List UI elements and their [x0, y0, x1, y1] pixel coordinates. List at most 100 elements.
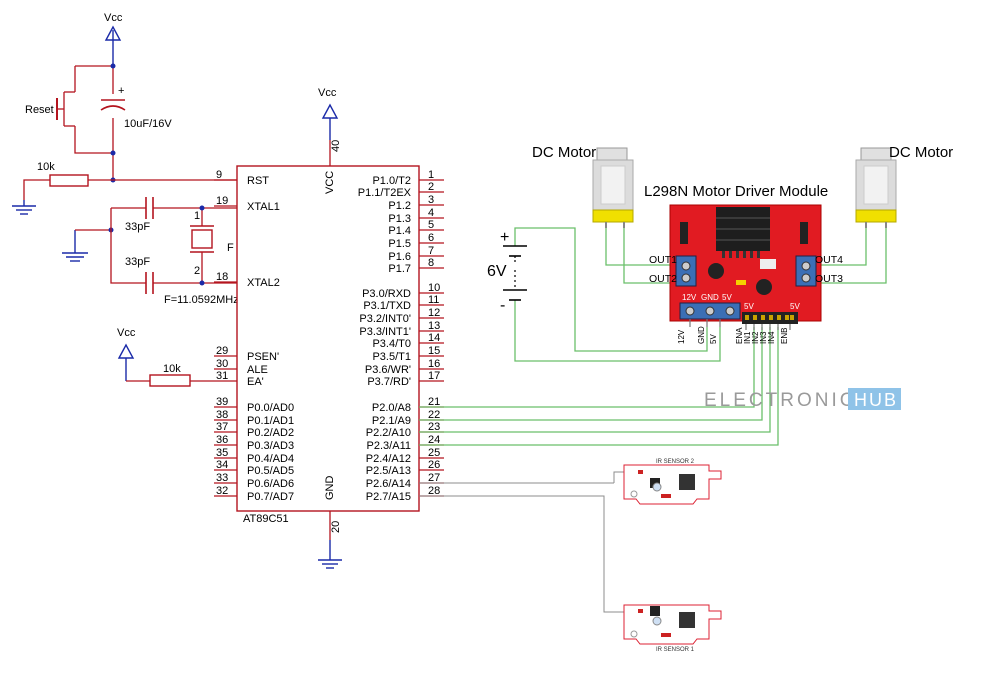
mcu-pin-number: 25 [428, 447, 440, 459]
l298n-module: L298N Motor Driver Module OUT1 OUT2 OUT4… [644, 183, 843, 344]
battery-label: 6V [487, 263, 507, 280]
mcu-pin-number: 5 [428, 219, 434, 231]
mcu-pin-label: ALE [247, 364, 268, 376]
ir-sensor-2-label: IR SENSOR 2 [656, 459, 695, 465]
mcu-pin-label: P0.3/AD3 [247, 440, 294, 452]
mcu-pin-label: P3.0/RXD [362, 288, 411, 300]
mcu-pin-label: P3.6/WR' [365, 364, 411, 376]
mcu-pin-number: 18 [216, 271, 228, 283]
mcu-pin-number: 29 [216, 345, 228, 357]
mcu-pin-label: P0.1/AD1 [247, 415, 294, 427]
mcu-pin-number: 12 [428, 307, 440, 319]
dc-motor-left: DC Motor [532, 144, 634, 228]
mcu-pin-label: P1.3 [388, 213, 411, 225]
mcu-pin-label: P3.5/T1 [372, 351, 411, 363]
mcu-pin-number: 19 [216, 195, 228, 207]
mcu-vcc-label: VCC [324, 171, 336, 194]
mcu-gnd-pin-number: 20 [330, 521, 342, 533]
battery-minus: - [500, 297, 505, 314]
driver-pin-label: GND [697, 326, 706, 344]
crystal-cap1-label: 33pF [125, 221, 150, 233]
mcu-pin-number: 13 [428, 320, 440, 332]
mcu-pin-number: 21 [428, 396, 440, 408]
reset-resistor-label: 10k [37, 161, 55, 173]
mcu-pin-label: P2.5/A13 [366, 465, 411, 477]
driver-out3: OUT3 [815, 273, 843, 285]
driver-term-12v: 12V [682, 293, 697, 302]
signal-wires [419, 225, 887, 613]
dc-motor-right: DC Motor [855, 144, 953, 228]
mcu-pin-number: 4 [428, 207, 434, 219]
watermark-text: ELECTRONICS [704, 390, 872, 411]
mcu-pin-number: 23 [428, 421, 440, 433]
mcu-pin-label: P3.7/RD' [367, 376, 411, 388]
mcu-pin-number: 28 [428, 485, 440, 497]
mcu-pin-number: 34 [216, 459, 228, 471]
crystal-pin2: 2 [194, 265, 200, 277]
driver-out4: OUT4 [815, 254, 843, 266]
ir-sensor-1-label: IR SENSOR 1 [656, 647, 695, 653]
driver-out1: OUT1 [649, 254, 677, 266]
vcc-label-mcu: Vcc [318, 87, 337, 99]
driver-pin-label: IN3 [759, 331, 768, 344]
mcu-pin-label: P2.3/A11 [367, 440, 411, 452]
mcu-pin-number: 36 [216, 434, 228, 446]
motor-right-label: DC Motor [889, 144, 953, 161]
mcu-pin-number: 9 [216, 169, 222, 181]
mcu-pin-label: XTAL1 [247, 201, 280, 213]
mcu-pin-number: 22 [428, 409, 440, 421]
mcu-pin-label: P3.2/INT0' [359, 313, 411, 325]
crystal-circuit: 33pF 33pF 1 2 F F=11.0592MHz [62, 197, 239, 306]
mcu-pin-label: P2.1/A9 [372, 415, 411, 427]
mcu-pin-number: 16 [428, 358, 440, 370]
mcu-pin-label: P3.4/T0 [372, 338, 411, 350]
mcu-pin-number: 6 [428, 232, 434, 244]
mcu-pin-number: 14 [428, 332, 440, 344]
driver-term-gnd: GND [701, 293, 719, 302]
battery-plus: + [500, 229, 509, 246]
crystal-label: F [227, 242, 234, 254]
driver-pin-label: ENA [735, 327, 744, 344]
driver-pin-label: IN4 [767, 331, 776, 344]
mcu-pin-number: 31 [216, 370, 228, 382]
mcu-pin-number: 24 [428, 434, 440, 446]
driver-title: L298N Motor Driver Module [644, 183, 828, 200]
mcu-pin-label: P0.0/AD0 [247, 402, 294, 414]
mcu-pin-label: P2.0/A8 [372, 402, 411, 414]
mcu-pin-label: P0.4/AD4 [247, 453, 294, 465]
motor-left-label: DC Motor [532, 144, 596, 161]
mcu-pin-label: RST [247, 175, 269, 187]
driver-pin-label: 12V [677, 329, 686, 344]
mcu-pin-number: 2 [428, 181, 434, 193]
mcu-pin-label: XTAL2 [247, 277, 280, 289]
mcu-pin-number: 39 [216, 396, 228, 408]
driver-term-5v: 5V [722, 293, 732, 302]
watermark-badge: HUB [854, 390, 898, 410]
battery-6v: + - 6V [487, 229, 527, 314]
driver-pin-label: IN1 [743, 331, 752, 344]
mcu-pin-label: P1.7 [388, 263, 411, 275]
mcu-pin-label: P0.5/AD5 [247, 465, 294, 477]
mcu-vcc-pin-number: 40 [330, 140, 342, 152]
crystal-pin1: 1 [194, 210, 200, 222]
mcu-pin-number: 33 [216, 472, 228, 484]
mcu-pin-number: 7 [428, 245, 434, 257]
driver-5v-enb: 5V [790, 302, 800, 311]
mcu-pin-label: P1.2 [388, 200, 411, 212]
mcu-gnd-label: GND [324, 476, 336, 501]
mcu-pin-number: 8 [428, 257, 434, 269]
driver-pin-label: 5V [709, 334, 718, 344]
mcu-pin-number: 17 [428, 370, 440, 382]
driver-5v-ena: 5V [744, 302, 754, 311]
cap-plus-sign: + [118, 85, 124, 97]
mcu-pin-label: P1.1/T2EX [358, 187, 412, 199]
mcu-part-name: AT89C51 [243, 513, 289, 525]
mcu-pin-label: P2.6/A14 [366, 478, 411, 490]
crystal-cap2-label: 33pF [125, 256, 150, 268]
mcu-pin-label: P1.0/T2 [372, 175, 411, 187]
mcu-pin-number: 1 [428, 169, 434, 181]
mcu-pin-number: 30 [216, 358, 228, 370]
reset-cap-label: 10uF/16V [124, 118, 172, 130]
ea-resistor-label: 10k [163, 363, 181, 375]
